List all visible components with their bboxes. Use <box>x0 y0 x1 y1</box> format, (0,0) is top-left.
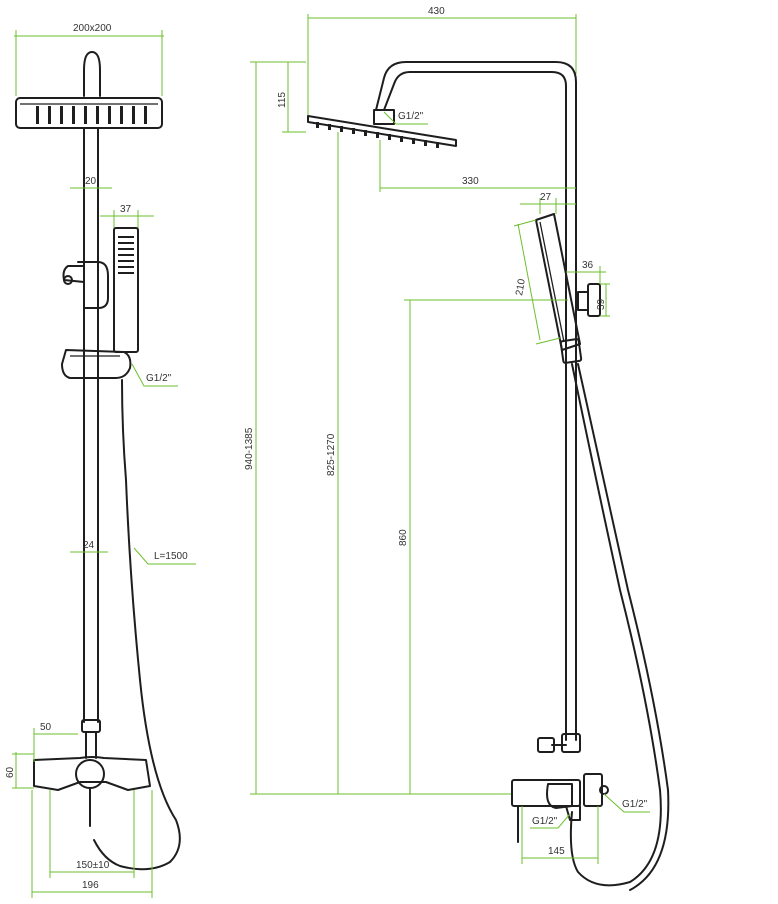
bracket-height-label: 39 <box>596 298 607 310</box>
bracket-depth-label: 36 <box>582 260 594 271</box>
shower-arm-side-outer <box>375 61 577 279</box>
valve-height-label: 50 <box>40 722 52 733</box>
pipe-diameter-label: 20 <box>85 176 97 187</box>
wall-bracket-arm <box>577 291 589 311</box>
handshower-offset-label: 27 <box>540 192 552 203</box>
riser-connector-side <box>561 733 581 753</box>
head-thread-label: G1/2" <box>398 111 424 122</box>
mixer-outlet-side <box>583 773 603 807</box>
handshower-length-label: 210 <box>514 278 528 297</box>
handshower-width-label: 37 <box>120 204 132 215</box>
shower-arm <box>83 51 101 97</box>
diverter-body <box>77 261 109 309</box>
head-connector <box>373 109 395 125</box>
outlet-thread-right-label: G1/2" <box>622 799 648 810</box>
arm-length-label: 430 <box>428 6 445 17</box>
shower-hose <box>93 379 181 871</box>
head-nozzles <box>36 106 147 124</box>
mixer-width-label: 145 <box>548 846 565 857</box>
head-reach-label: 330 <box>462 176 479 187</box>
shower-arm-side <box>383 71 567 279</box>
hand-shower-nozzles <box>118 236 134 274</box>
head-size-label: 200x200 <box>73 23 112 34</box>
diverter-knob-cap <box>63 275 73 285</box>
wall-bracket <box>587 283 601 317</box>
connection-thread-label: G1/2" <box>146 373 172 384</box>
valve-depth-label: 60 <box>5 766 16 778</box>
mixer-spout-side <box>546 783 573 809</box>
side-view: 430 115 G1/2" 330 <box>244 6 670 891</box>
hand-shower <box>113 227 139 353</box>
hose-length-label: L=1500 <box>154 551 188 562</box>
holder-height-label: 860 <box>398 529 409 546</box>
head-drop-label: 115 <box>277 92 288 108</box>
mixer-handle-hub <box>75 759 105 789</box>
mixer-body-side <box>511 779 581 807</box>
center-distance-label: 150±10 <box>76 860 110 871</box>
head-height-label: 825-1270 <box>326 433 337 476</box>
valve-connector <box>81 719 101 733</box>
rain-shower-head <box>15 97 163 129</box>
outlet-thread-left-label: G1/2" <box>532 816 558 827</box>
hand-shower-holder <box>61 349 132 379</box>
head-side-nozzles <box>316 122 439 148</box>
total-height-label: 940-1385 <box>244 427 255 470</box>
hand-shower-grip <box>559 338 583 364</box>
mixer-valve <box>33 756 151 791</box>
shower-hose-side <box>569 363 662 887</box>
diverter-knob <box>62 265 85 283</box>
rain-head-side <box>307 115 457 147</box>
front-view: 200x200 20 37 <box>5 23 196 898</box>
total-width-label: 196 <box>82 880 99 891</box>
lower-pipe-diameter-label: 24 <box>83 540 95 551</box>
